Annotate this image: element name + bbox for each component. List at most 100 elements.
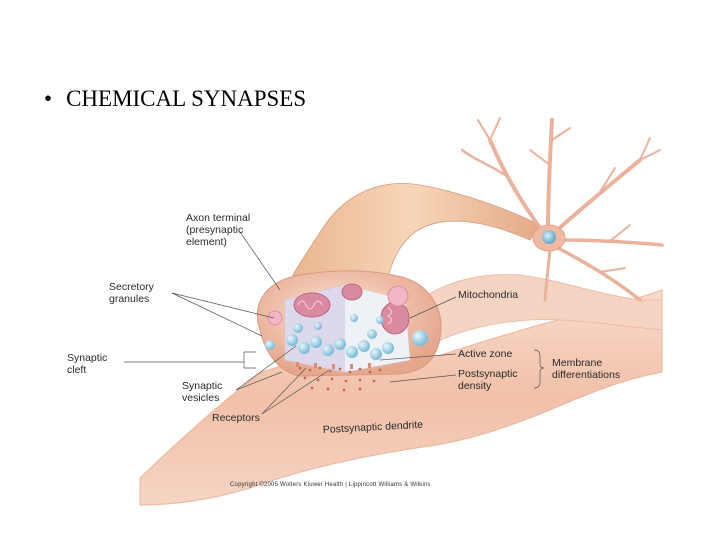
- neuron-dendrite: [599, 167, 616, 193]
- neuron-dendrite: [639, 149, 661, 161]
- mitochondrion-cristae: [386, 307, 393, 325]
- synaptic-vesicle: [367, 329, 377, 339]
- label-receptors: Receptors: [212, 412, 260, 424]
- receptor: [296, 362, 299, 367]
- density-dot: [316, 378, 320, 382]
- neuron-cell: [460, 117, 664, 302]
- neuron-dendrite: [543, 248, 552, 302]
- neuron-dendrite: [529, 149, 551, 166]
- slide-title: CHEMICAL SYNAPSES: [66, 86, 307, 111]
- neuron-dendrite: [477, 119, 491, 141]
- label-postsynaptic-dendrite: Postsynaptic dendrite: [323, 419, 424, 436]
- leader-synaptic-vesicles: [235, 345, 297, 391]
- leader-secretory-granules: [171, 292, 275, 319]
- density-dot: [303, 376, 307, 380]
- label-secretory-granules: Secretory granules: [109, 281, 157, 305]
- leader-synaptic-cleft: [124, 351, 256, 369]
- neuron-nucleus: [542, 230, 556, 244]
- density-dot: [378, 368, 382, 372]
- label-postsynaptic-density: Postsynaptic density: [458, 368, 520, 392]
- density-dot: [358, 387, 362, 391]
- label-mitochondria: Mitochondria: [458, 289, 518, 301]
- density-dot: [368, 370, 372, 374]
- synaptic-vesicle: [286, 334, 298, 346]
- mitochondrion: [380, 301, 410, 335]
- synaptic-vesicle: [350, 314, 358, 322]
- label-active-zone: Active zone: [458, 348, 512, 360]
- neuron-dendrite: [560, 238, 664, 247]
- density-dot: [342, 388, 346, 392]
- density-dot: [372, 379, 376, 383]
- label-membrane-differentiations: Membrane differentiations: [552, 357, 620, 381]
- receptors-group: [296, 362, 371, 369]
- neuron-dendrite: [551, 127, 571, 141]
- synaptic-vesicle: [346, 346, 358, 358]
- density-dot: [310, 386, 314, 390]
- leader-synaptic-vesicles-2: [235, 371, 283, 391]
- synaptic-vesicle: [412, 330, 428, 346]
- density-dot: [358, 378, 362, 382]
- synaptic-vesicle: [265, 340, 275, 350]
- receptor: [332, 364, 335, 369]
- secretory-granule: [387, 285, 409, 307]
- neuron-dendrite: [489, 117, 501, 141]
- membrane-bracket: [533, 349, 545, 389]
- bullet-icon: •: [44, 86, 53, 111]
- mitochondria-group: [293, 283, 410, 335]
- receptor: [350, 364, 353, 369]
- leader-receptors-2: [261, 370, 329, 415]
- neuron-dendrite: [460, 148, 507, 177]
- synaptic-vesicle: [298, 342, 310, 354]
- density-dot: [358, 367, 362, 371]
- density-dot: [348, 370, 352, 374]
- receptor: [368, 363, 371, 368]
- synaptic-vesicle: [376, 316, 384, 324]
- label-axon-terminal: Axon terminal (presynaptic element): [186, 212, 253, 248]
- slide-title-line: • CHEMICAL SYNAPSES: [44, 86, 306, 112]
- mitochondrion: [293, 292, 331, 318]
- secretory-granule: [267, 310, 283, 326]
- mitochondrion-cristae: [297, 300, 323, 310]
- leader-receptors: [261, 367, 307, 415]
- dendrite-spine-shape: [419, 274, 663, 346]
- synaptic-vesicle: [293, 323, 303, 333]
- synaptic-vesicle: [314, 322, 322, 330]
- label-synaptic-cleft: Synaptic cleft: [67, 352, 110, 376]
- neuron-dendrite: [639, 137, 651, 161]
- density-dot: [330, 377, 334, 381]
- neuron-dendrite: [609, 224, 631, 242]
- density-dot: [298, 366, 302, 370]
- copyright-notice: Copyright ©2005 Wolters Kluwer Health | …: [230, 482, 431, 488]
- secretory-granules-group: [267, 285, 409, 326]
- density-dot: [344, 379, 348, 383]
- neuron-dendrite: [546, 118, 554, 232]
- neuron-dendrite: [599, 267, 626, 273]
- leader-active-zone: [379, 353, 457, 361]
- synaptic-vesicle: [334, 338, 346, 350]
- postsynaptic-density-group: [298, 366, 382, 392]
- neuron-dendrite: [553, 158, 642, 234]
- leader-postsynaptic-density: [389, 374, 457, 383]
- synaptic-vesicle: [370, 348, 382, 360]
- density-dot: [308, 368, 312, 372]
- leader-axon-terminal: [239, 231, 281, 291]
- synaptic-vesicle: [382, 342, 394, 354]
- neuron-dendrite: [556, 246, 642, 302]
- synaptic-vesicle: [358, 340, 370, 352]
- density-dot: [338, 367, 342, 371]
- leader-lines: [124, 231, 545, 415]
- axon-shape: [284, 183, 541, 291]
- leader-secretory-granules-2: [171, 292, 263, 337]
- synaptic-vesicle: [310, 336, 322, 348]
- synaptic-vesicle: [322, 344, 334, 356]
- receptor: [314, 363, 317, 368]
- neuron-dendrite: [488, 138, 547, 237]
- density-dot: [318, 366, 322, 370]
- density-dot: [326, 387, 330, 391]
- synaptic-vesicles-group: [265, 314, 428, 360]
- leader-mitochondria: [409, 296, 457, 319]
- label-synaptic-vesicles: Synaptic vesicles: [182, 380, 225, 404]
- density-dot: [328, 369, 332, 373]
